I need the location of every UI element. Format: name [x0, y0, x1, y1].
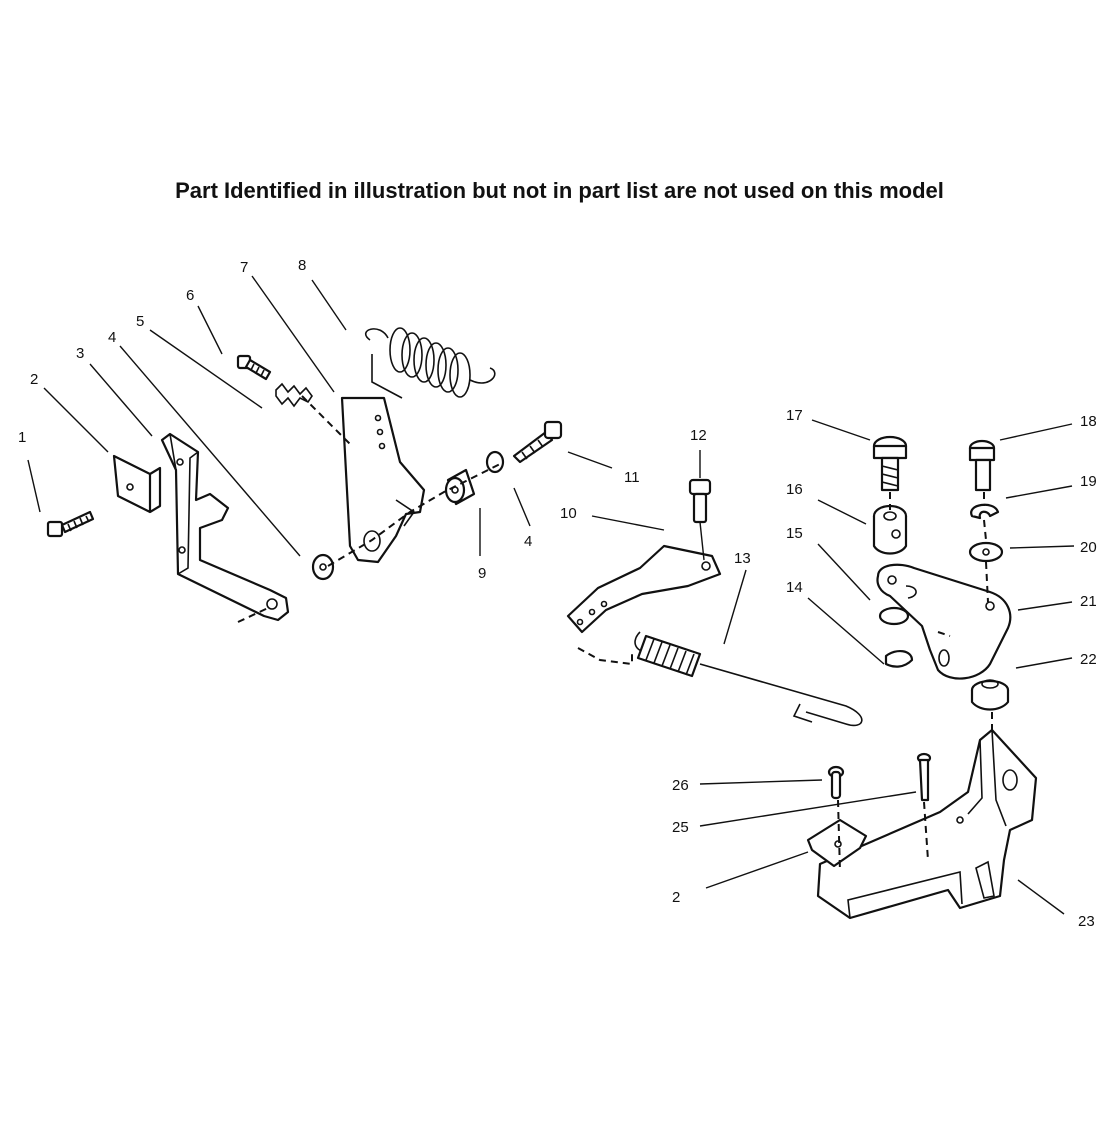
callout-3: 3	[76, 345, 84, 362]
washer-part-20	[968, 541, 1004, 563]
callout-14: 14	[786, 579, 803, 596]
spring-part-5	[275, 382, 313, 408]
lever-part-7	[340, 396, 426, 564]
screw-part-6	[236, 354, 272, 381]
washer-part-15	[878, 606, 910, 626]
screw-part-1	[46, 510, 95, 538]
callout-21: 21	[1080, 593, 1097, 610]
spring-part-13	[634, 631, 863, 727]
callout-6: 6	[186, 287, 194, 304]
callout-22: 22	[1080, 651, 1097, 668]
leader-lines	[27, 275, 1075, 915]
callout-10: 10	[560, 505, 577, 522]
callout-7: 7	[240, 259, 248, 276]
bracket-part-3	[160, 432, 290, 622]
callout-19: 19	[1080, 473, 1097, 490]
callout-2b: 2	[672, 889, 680, 906]
callout-25: 25	[672, 819, 689, 836]
callout-8: 8	[298, 257, 306, 274]
screw-part-11	[512, 420, 563, 464]
callout-9: 9	[478, 565, 486, 582]
bellcrank-part-21	[876, 563, 1012, 680]
callout-4: 4	[108, 329, 116, 346]
callout-12: 12	[690, 427, 707, 444]
clip-part-2	[112, 454, 162, 514]
callout-13: 13	[734, 550, 751, 567]
callout-11: 11	[624, 469, 640, 486]
callout-17: 17	[786, 407, 803, 424]
ferrule-part-16	[872, 504, 908, 555]
parts-note: Part Identified in illustration but not …	[175, 178, 944, 203]
callout-5: 5	[136, 313, 144, 330]
washer-part-4-left	[311, 553, 335, 581]
washer-part-4-right	[485, 450, 505, 474]
callout-labels: 1 2 3 4 5 6 7 8 9 4 11 10 12 13 14 15 16…	[18, 257, 1097, 930]
callout-1: 1	[18, 429, 26, 446]
lever-part-10	[566, 544, 722, 634]
callout-2: 2	[30, 371, 38, 388]
spring-part-8	[364, 327, 496, 399]
callout-20: 20	[1080, 539, 1097, 556]
pin-part-25	[916, 752, 932, 802]
bolt-part-12	[688, 478, 712, 524]
clip-part-2-right	[806, 818, 868, 868]
callout-23: 23	[1078, 913, 1095, 930]
callout-16: 16	[786, 481, 803, 498]
bushing-part-22	[970, 679, 1010, 711]
pin-part-26	[827, 765, 845, 800]
callout-26: 26	[672, 777, 689, 794]
callout-4b: 4	[524, 533, 532, 550]
clip-part-19	[970, 503, 1000, 520]
bushing-part-9	[444, 468, 476, 506]
callout-18: 18	[1080, 413, 1097, 430]
bolt-part-18	[968, 439, 996, 492]
callout-15: 15	[786, 525, 803, 542]
clip-part-14	[884, 650, 914, 668]
bolt-part-17	[872, 435, 908, 492]
